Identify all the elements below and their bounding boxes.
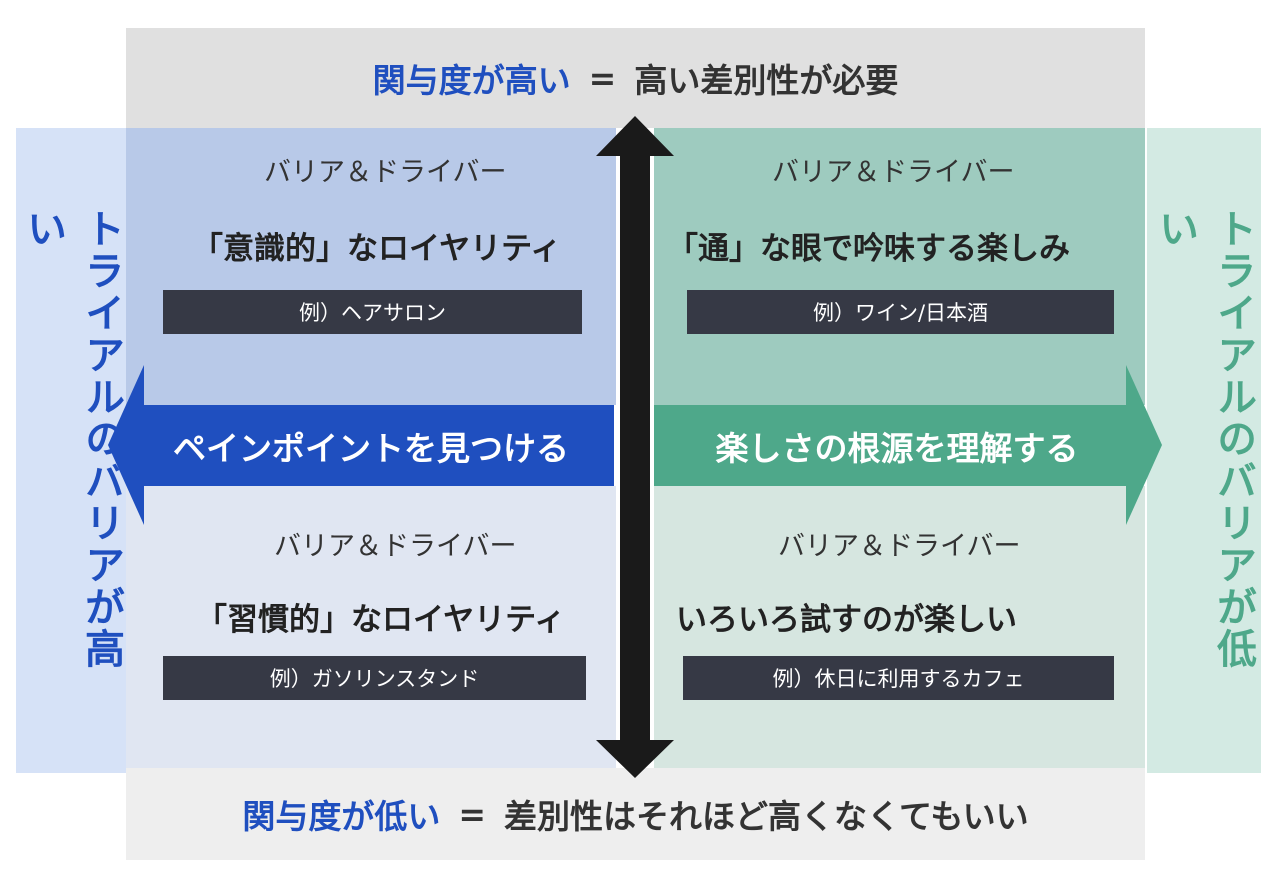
example-box: 例）ガソリンスタンド (163, 656, 586, 700)
right-axis-label: トライアルのバリアが低い (1152, 208, 1256, 670)
top-axis-banner: 関与度が高い = 高い差別性が必要 (126, 28, 1145, 128)
example-box: 例）ヘアサロン (163, 290, 582, 334)
quadrant-heading: いろいろ試すのが楽しい (676, 602, 1017, 638)
left-axis-label: トライアルのバリアが高い (20, 208, 124, 670)
bottom-axis-equals: = (458, 794, 486, 834)
example-box: 例）休日に利用するカフェ (683, 656, 1114, 700)
quadrant-bottom-left: バリア＆ドライバー 「習慣的」なロイヤリティ 例）ガソリンスタンド (126, 486, 616, 768)
left-arrow-label: ペインポイントを見つける (173, 428, 569, 468)
quadrant-heading: 「通」な眼で吟味する楽しみ (667, 231, 1070, 267)
bottom-axis-highlight: 関与度が低い (242, 797, 441, 836)
bottom-axis-banner: 関与度が低い = 差別性はそれほど高くなくてもいい (126, 768, 1145, 860)
right-arrow-label: 楽しさの根源を理解する (715, 428, 1079, 468)
quadrant-top-right: バリア＆ドライバー 「通」な眼で吟味する楽しみ 例）ワイン/日本酒 (654, 128, 1145, 405)
left-axis-column: トライアルのバリアが高い (16, 128, 128, 773)
bottom-axis-text: 差別性はそれほど高くなくてもいい (503, 797, 1029, 836)
quadrant-heading: 「習慣的」なロイヤリティ (196, 602, 566, 638)
quadrant-bottom-right: バリア＆ドライバー いろいろ試すのが楽しい 例）休日に利用するカフェ (654, 486, 1145, 768)
top-axis-equals: = (588, 58, 617, 98)
quadrant-subtitle: バリア＆ドライバー (274, 531, 517, 562)
quadrant-top-left: バリア＆ドライバー 「意識的」なロイヤリティ 例）ヘアサロン (126, 128, 616, 405)
top-axis-text: 高い差別性が必要 (634, 61, 899, 100)
top-axis-highlight: 関与度が高い (372, 61, 571, 100)
right-axis-column: トライアルのバリアが低い (1147, 128, 1261, 773)
quadrant-heading: 「意識的」なロイヤリティ (192, 231, 562, 267)
example-box: 例）ワイン/日本酒 (687, 290, 1114, 334)
quadrant-subtitle: バリア＆ドライバー (264, 157, 507, 188)
quadrant-subtitle: バリア＆ドライバー (778, 531, 1021, 562)
quadrant-subtitle: バリア＆ドライバー (772, 157, 1015, 188)
